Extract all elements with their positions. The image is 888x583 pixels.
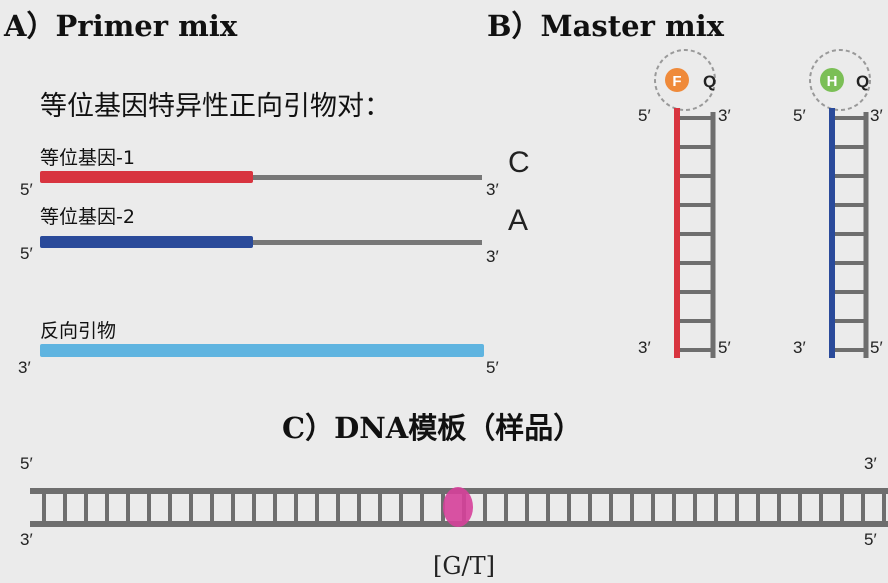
hex-cassette: H Q 5′ 3′ 3′ 5′ [793, 49, 883, 358]
panel-a-title: A）Primer mix [4, 9, 238, 43]
allele1-label: 等位基因-1 [40, 147, 135, 169]
allele2-three-prime-label: 3′ [486, 247, 499, 266]
allele2-base-label: A [508, 204, 529, 237]
allele1-three-prime-label: 3′ [486, 180, 499, 199]
template-top-three-prime: 3′ [864, 454, 877, 473]
snp-highlight [443, 487, 473, 527]
panel-b-title: B）Master mix [487, 9, 724, 43]
reverse-primer-bar [40, 344, 484, 357]
allele2-primer-tail [40, 240, 482, 245]
reverse-five-prime-label: 5′ [486, 358, 499, 377]
fam-bottom-three-prime: 3′ [638, 338, 651, 357]
allele1-base-label: C [508, 146, 530, 179]
allele1-primer-tail [40, 175, 482, 180]
allele1-five-prime-label: 5′ [20, 180, 33, 199]
allele-specific-forward-primers-heading: 等位基因特异性正向引物对： [40, 91, 391, 122]
dna-template: 5′ 3′ 3′ 5′ [G/T] [20, 454, 888, 580]
template-bottom-five-prime: 5′ [864, 530, 877, 549]
fam-quencher-letter: Q [703, 72, 716, 91]
master-mix-probes: F Q 5′ 3′ 3′ 5′ H Q 5′ 3′ 3′ 5′ [638, 49, 883, 358]
fam-ladder-rungs [680, 116, 711, 352]
fam-top-five-prime: 5′ [638, 106, 651, 125]
hex-letter: H [827, 73, 838, 90]
fam-letter: F [672, 73, 681, 90]
snp-label: [G/T] [433, 552, 495, 580]
fam-bottom-five-prime: 5′ [718, 338, 731, 357]
hex-bottom-three-prime: 3′ [793, 338, 806, 357]
hex-quench-halo [809, 49, 871, 111]
hex-top-three-prime: 3′ [870, 106, 883, 125]
hex-bottom-five-prime: 5′ [870, 338, 883, 357]
allele2-label: 等位基因-2 [40, 206, 135, 228]
reverse-primer-label: 反向引物 [40, 320, 117, 342]
hex-top-five-prime: 5′ [793, 106, 806, 125]
hex-ladder-rungs [835, 116, 864, 352]
fam-fluor-icon [665, 68, 689, 92]
template-top-five-prime: 5′ [20, 454, 33, 473]
allele2-five-prime-label: 5′ [20, 244, 33, 263]
hex-quencher-letter: Q [856, 72, 869, 91]
allele2-primer-specific-segment [40, 236, 253, 248]
template-bottom-three-prime: 3′ [20, 530, 33, 549]
hex-fluor-icon [820, 68, 844, 92]
panel-c-title: C）DNA模板（样品） [282, 411, 583, 445]
fam-cassette: F Q 5′ 3′ 3′ 5′ [638, 49, 731, 358]
fam-top-three-prime: 3′ [718, 106, 731, 125]
fam-quench-halo [654, 49, 716, 111]
allele1-primer-specific-segment [40, 171, 253, 183]
reverse-three-prime-label: 3′ [18, 358, 31, 377]
